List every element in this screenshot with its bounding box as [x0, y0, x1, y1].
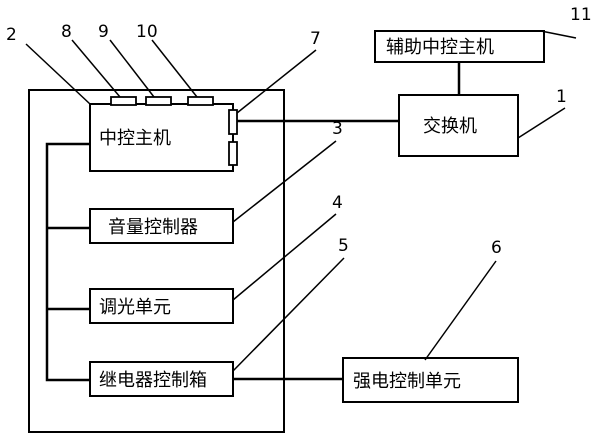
leader-3 [232, 140, 337, 223]
port-9 [145, 96, 172, 106]
aux-host-box [374, 30, 545, 63]
ref-9: 9 [98, 22, 109, 42]
port-7-upper [228, 109, 238, 135]
relay-box-box [89, 361, 234, 397]
volume-controller-label: 音量控制器 [108, 217, 198, 238]
leader-8 [71, 39, 121, 98]
leader-7 [236, 49, 317, 114]
switch-label: 交换机 [423, 116, 477, 137]
ref-2: 2 [6, 25, 17, 45]
leader-6 [424, 260, 497, 361]
leader-9 [109, 39, 155, 98]
dimming-unit-label: 调光单元 [99, 297, 171, 318]
central-host-label: 中控主机 [99, 128, 171, 149]
ref-5: 5 [338, 236, 349, 256]
port-7-lower [228, 141, 238, 166]
switch-box [398, 94, 519, 157]
ref-6: 6 [491, 238, 502, 258]
internal-bus-wire [45, 142, 90, 382]
leader-11 [540, 30, 577, 39]
dimming-unit-box [89, 288, 234, 324]
volume-controller-box [89, 208, 234, 244]
ref-4: 4 [332, 193, 343, 213]
ref-1: 1 [556, 87, 567, 107]
leader-5 [232, 257, 345, 372]
central-host-box [89, 103, 234, 172]
leader-4 [232, 213, 337, 301]
ref-3: 3 [332, 119, 343, 139]
port-10 [187, 96, 214, 106]
ref-10: 10 [136, 22, 158, 42]
leader-1 [517, 107, 566, 139]
leader-2 [25, 43, 91, 105]
leader-10 [151, 39, 198, 98]
power-unit-label: 强电控制单元 [353, 371, 461, 392]
ref-7: 7 [310, 29, 321, 49]
relay-box-label: 继电器控制箱 [99, 370, 207, 391]
aux-host-label: 辅助中控主机 [386, 37, 494, 58]
ref-8: 8 [61, 22, 72, 42]
ref-11: 11 [570, 5, 592, 25]
port-8 [110, 96, 137, 106]
